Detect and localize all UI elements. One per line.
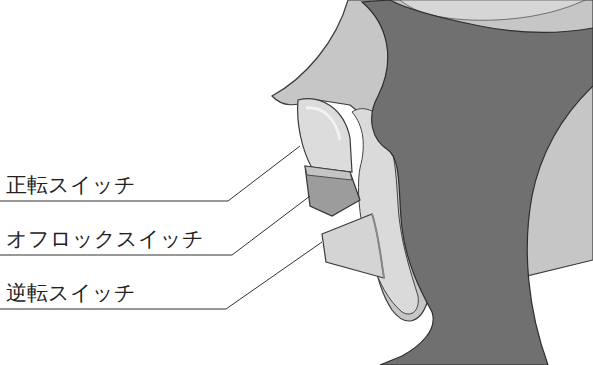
part-label: 正転スイッチ <box>6 174 136 197</box>
leader-line <box>0 146 300 201</box>
leader-line <box>0 242 322 309</box>
off-lock-top <box>305 166 352 180</box>
reverse-switch <box>322 214 384 278</box>
grip <box>362 0 593 365</box>
leader-lines <box>0 146 322 309</box>
edge-shade <box>372 214 384 278</box>
part-label: 逆転スイッチ <box>6 282 136 305</box>
part-label: オフロックスイッチ <box>6 228 204 251</box>
forward-switch <box>298 99 352 172</box>
highlight <box>306 108 340 140</box>
leader-line <box>0 196 310 255</box>
off-lock-switch <box>305 166 360 216</box>
